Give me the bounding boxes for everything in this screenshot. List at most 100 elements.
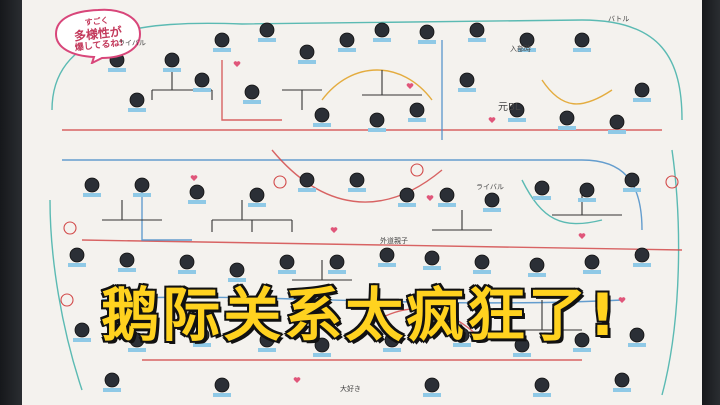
character-portrait-27 bbox=[299, 172, 315, 188]
character-name-tag-22 bbox=[633, 98, 651, 102]
character-portrait-8 bbox=[419, 24, 435, 40]
character-portrait-2 bbox=[164, 52, 180, 68]
note-love: 大好き bbox=[340, 385, 361, 393]
relation-line-12 bbox=[221, 60, 282, 121]
character-name-tag-2 bbox=[163, 68, 181, 72]
character-name-tag-53 bbox=[453, 343, 471, 347]
character-name-tag-47 bbox=[73, 338, 91, 342]
character-portrait-43 bbox=[474, 254, 490, 270]
relation-line-3 bbox=[62, 159, 643, 231]
character-name-tag-40 bbox=[328, 270, 346, 274]
character-name-tag-43 bbox=[473, 270, 491, 274]
character-portrait-57 bbox=[104, 372, 120, 388]
character-name-tag-28 bbox=[348, 188, 366, 192]
character-name-tag-34 bbox=[623, 188, 641, 192]
character-portrait-54 bbox=[514, 337, 530, 353]
heart-icon-5 bbox=[330, 227, 338, 233]
character-portrait-49 bbox=[194, 327, 210, 343]
character-portrait-36 bbox=[119, 252, 135, 268]
character-name-tag-44 bbox=[528, 273, 546, 277]
character-portrait-29 bbox=[399, 187, 415, 203]
character-portrait-31 bbox=[484, 192, 500, 208]
character-portrait-5 bbox=[299, 44, 315, 60]
character-portrait-55 bbox=[574, 332, 590, 348]
character-name-tag-50 bbox=[258, 348, 276, 352]
character-name-tag-57 bbox=[103, 388, 121, 392]
character-portrait-58 bbox=[214, 377, 230, 393]
relation-line-15 bbox=[521, 179, 603, 225]
character-portrait-38 bbox=[229, 262, 245, 278]
character-portrait-19 bbox=[509, 102, 525, 118]
heart-icon-11 bbox=[293, 377, 301, 383]
character-portrait-22 bbox=[634, 82, 650, 98]
red-marker-icon-5 bbox=[60, 293, 74, 307]
relation-line-1 bbox=[51, 19, 683, 121]
tree-connector-5 bbox=[211, 200, 293, 232]
character-name-tag-61 bbox=[613, 388, 631, 392]
character-portrait-52 bbox=[384, 332, 400, 348]
relation-line-14 bbox=[141, 180, 192, 241]
character-name-tag-54 bbox=[513, 353, 531, 357]
character-name-tag-19 bbox=[508, 118, 526, 122]
character-portrait-37 bbox=[179, 254, 195, 270]
character-portrait-42 bbox=[424, 250, 440, 266]
character-portrait-6 bbox=[339, 32, 355, 48]
character-name-tag-20 bbox=[558, 126, 576, 130]
heart-icon-4 bbox=[190, 175, 198, 181]
relation-line-4 bbox=[49, 199, 83, 391]
character-name-tag-35 bbox=[68, 263, 86, 267]
relation-line-9 bbox=[271, 149, 443, 203]
relation-line-6 bbox=[81, 239, 683, 251]
character-portrait-34 bbox=[624, 172, 640, 188]
character-portrait-35 bbox=[69, 247, 85, 263]
note-rival-1: ライバル bbox=[118, 39, 146, 47]
note-rival-2: ライバル bbox=[476, 183, 504, 191]
character-portrait-11 bbox=[574, 32, 590, 48]
character-name-tag-6 bbox=[338, 48, 356, 52]
character-portrait-60 bbox=[534, 377, 550, 393]
red-marker-icon-3 bbox=[410, 163, 424, 177]
character-portrait-24 bbox=[134, 177, 150, 193]
heart-icon-8 bbox=[168, 297, 176, 303]
relationship-chart-paper: すごく 多様性が 爆してるね! バトル 入部時 元BL ライバル 外道親子 ライ… bbox=[22, 0, 702, 405]
character-portrait-3 bbox=[214, 32, 230, 48]
tree-connector-4 bbox=[102, 200, 162, 221]
character-portrait-23 bbox=[84, 177, 100, 193]
relation-line-16 bbox=[361, 307, 483, 341]
character-name-tag-39 bbox=[278, 270, 296, 274]
character-portrait-45 bbox=[584, 254, 600, 270]
character-portrait-50 bbox=[259, 332, 275, 348]
character-portrait-30 bbox=[439, 187, 455, 203]
character-name-tag-14 bbox=[243, 100, 261, 104]
relationship-diagram bbox=[49, 19, 683, 397]
character-portrait-4 bbox=[259, 22, 275, 38]
tree-connector-9 bbox=[512, 300, 582, 331]
red-marker-icon-1 bbox=[273, 175, 287, 189]
relation-line-11 bbox=[541, 79, 613, 105]
speech-bubble: すごく 多様性が 爆してるね! bbox=[52, 6, 144, 64]
character-name-tag-46 bbox=[633, 263, 651, 267]
character-portrait-47 bbox=[74, 322, 90, 338]
character-name-tag-3 bbox=[213, 48, 231, 52]
character-portrait-9 bbox=[469, 22, 485, 38]
red-marker-icon-4 bbox=[665, 175, 679, 189]
character-portrait-18 bbox=[459, 72, 475, 88]
left-dark-border bbox=[0, 0, 22, 405]
character-name-tag-23 bbox=[83, 193, 101, 197]
character-portrait-25 bbox=[189, 184, 205, 200]
character-name-tag-17 bbox=[408, 118, 426, 122]
character-name-tag-36 bbox=[118, 268, 136, 272]
tree-connector-1 bbox=[151, 70, 213, 100]
character-name-tag-56 bbox=[628, 343, 646, 347]
character-name-tag-60 bbox=[533, 393, 551, 397]
heart-icon-10 bbox=[618, 297, 626, 303]
tree-connector-8 bbox=[292, 260, 352, 281]
character-portrait-17 bbox=[409, 102, 425, 118]
character-portrait-33 bbox=[579, 182, 595, 198]
character-name-tag-10 bbox=[518, 48, 536, 52]
character-name-tag-12 bbox=[128, 108, 146, 112]
character-portrait-16 bbox=[369, 112, 385, 128]
note-join: 入部時 bbox=[510, 45, 531, 53]
character-name-tag-26 bbox=[248, 203, 266, 207]
character-portrait-51 bbox=[314, 337, 330, 353]
